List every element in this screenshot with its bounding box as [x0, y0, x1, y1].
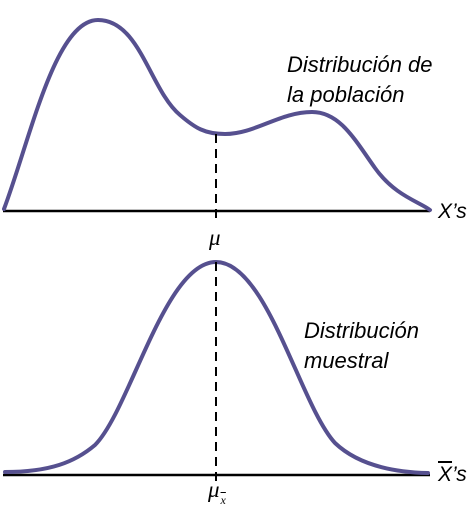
sampling-label: Distribución muestral [304, 318, 419, 374]
sampling-axis-label-suffix: ’s [452, 463, 467, 486]
sampling-label-line2: muestral [304, 348, 389, 373]
sampling-mean-symbol: μx [208, 477, 226, 507]
sampling-label-line1: Distribución [304, 318, 419, 343]
population-curve [2, 17, 432, 212]
population-mean-symbol: μ [209, 225, 221, 250]
sampling-mean-mu: μ [208, 477, 220, 502]
population-axis-label: X’s [438, 200, 467, 223]
sampling-axis-label-char: X [438, 463, 453, 486]
population-label-line2: la población [287, 82, 405, 107]
sampling-mean-subscript: x [220, 493, 226, 507]
population-label: Distribución de la población [287, 52, 433, 108]
sampling-axis-label: X’s [438, 463, 467, 487]
population-label-line1: Distribución de [287, 52, 433, 77]
